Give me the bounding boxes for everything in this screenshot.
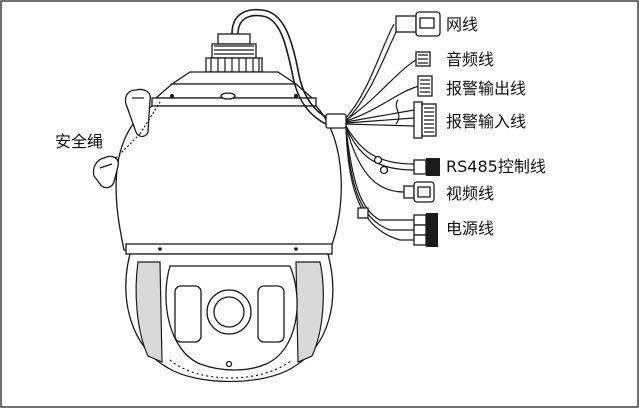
mount-cap <box>217 33 251 45</box>
lower-collar <box>125 243 333 255</box>
label-safety-rope: 安全绳 <box>55 132 103 151</box>
label-rs485-cable: RS485控制线 <box>446 157 546 176</box>
left-wiper <box>135 261 163 363</box>
housing-band <box>151 97 317 107</box>
ptz-camera <box>115 33 342 383</box>
label-alarm-input-cable: 报警输入线 <box>446 112 526 131</box>
dome-body <box>115 105 342 251</box>
label-power-cable: 电源线 <box>446 219 494 238</box>
power-connector <box>357 207 438 247</box>
safety-rope <box>92 88 161 189</box>
main-cable <box>231 8 347 129</box>
audio-connector <box>415 51 431 67</box>
label-audio-cable: 音频线 <box>446 50 494 69</box>
rs485-connector <box>373 155 440 176</box>
ir-right <box>257 285 285 343</box>
label-network-cable: 网线 <box>446 15 478 34</box>
alarm-input-connector <box>413 101 437 139</box>
cable-fanout <box>345 23 421 241</box>
right-wiper <box>295 261 324 363</box>
alarm-output-connector <box>417 75 433 97</box>
label-video-cable: 视频线 <box>446 184 494 203</box>
cable-junction <box>325 113 347 129</box>
label-alarm-output-cable: 报警输出线 <box>446 79 526 98</box>
mount-flange <box>169 71 299 85</box>
video-connector <box>403 181 435 203</box>
network-connector <box>395 11 441 37</box>
ir-left <box>174 285 202 343</box>
